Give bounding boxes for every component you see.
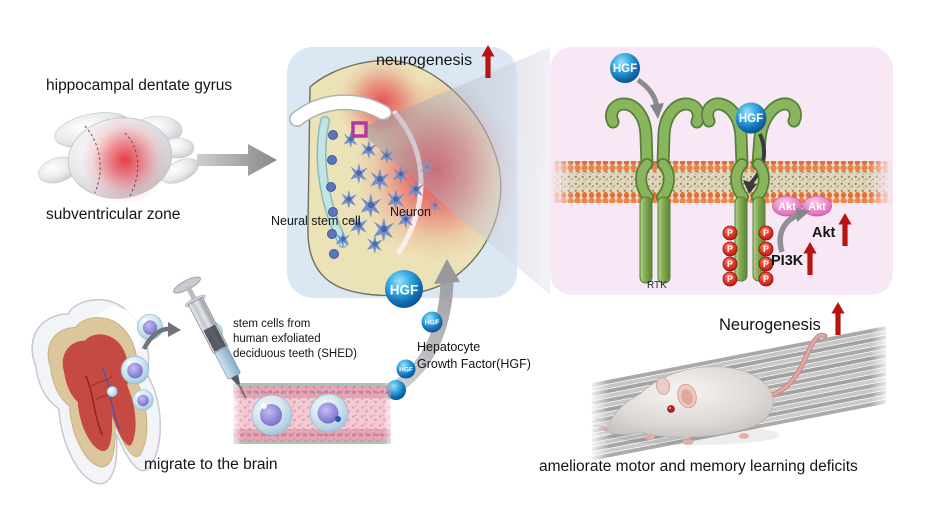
label-neural-stem-cell: Neural stem cell [271,214,361,228]
phosphate-label: P [727,274,733,284]
label-hgf-line2: Growth Factor(HGF) [417,357,531,371]
label-neuron: Neuron [390,205,431,219]
hgf-label: HGF [399,366,413,373]
label-pi3k: PI3K [771,253,804,269]
rtk-receptor-bound [701,97,802,282]
hgf-label: HGF [739,113,763,125]
akt-oval-label: Akt [808,201,826,213]
syringe-illustration [173,276,247,399]
phosphate-label: P [763,274,769,284]
arrow-brain-to-panel-icon [197,144,277,176]
tooth-illustration [31,298,161,485]
label-rtk: RTK [647,280,667,291]
label-neurogenesis-outcome: Neurogenesis [719,316,821,334]
hgf-label: HGF [390,283,419,298]
hgf-label: HGF [613,63,637,75]
label-shed-line2: human exfoliated [233,333,321,345]
label-ameliorate-caption: ameliorate motor and memory learning def… [539,458,858,475]
label-shed: stem cells from human exfoliated deciduo… [233,317,357,362]
akt-proteins [772,195,832,253]
label-hippocampal-dentate-gyrus: hippocampal dentate gyrus [46,77,233,94]
label-hgf-full-name: Hepatocyte Growth Factor(HGF) [417,339,531,373]
phosphate-label: P [763,259,769,269]
magnified-region-box [351,121,368,138]
label-shed-line3: deciduous teeth (SHED) [233,348,358,360]
mouse-illustration [593,332,828,445]
hgf-label: HGF [425,319,441,326]
zoom-cone [368,47,550,295]
label-migrate-to-brain: migrate to the brain [144,456,278,473]
phosphate-label: P [727,259,733,269]
phosphate-groups [722,225,774,287]
hgf-ligand-bound [735,102,767,134]
label-akt: Akt [812,225,836,241]
hgf-ligand-free [610,53,664,119]
akt-oval-label: Akt [778,201,796,213]
phosphate-label: P [727,228,733,238]
migrating-cells-in-vessel [251,393,349,436]
up-arrow-icon [831,302,845,335]
phosphate-label: P [727,244,733,254]
label-hgf-line1: Hepatocyte [417,340,481,354]
mouse-brain-illustration [38,112,199,204]
arrow-tooth-to-syringe-icon [141,322,181,351]
cell-membrane [550,161,893,203]
phosphate-label: P [763,244,769,254]
phosphate-label: P [763,228,769,238]
rtk-receptor-unbound [605,97,705,284]
label-subventricular-zone: subventricular zone [46,206,181,223]
mouse-eye [667,405,675,413]
label-shed-line1: stem cells from [233,318,311,330]
label-neurogenesis-panel: neurogenesis [376,52,473,69]
